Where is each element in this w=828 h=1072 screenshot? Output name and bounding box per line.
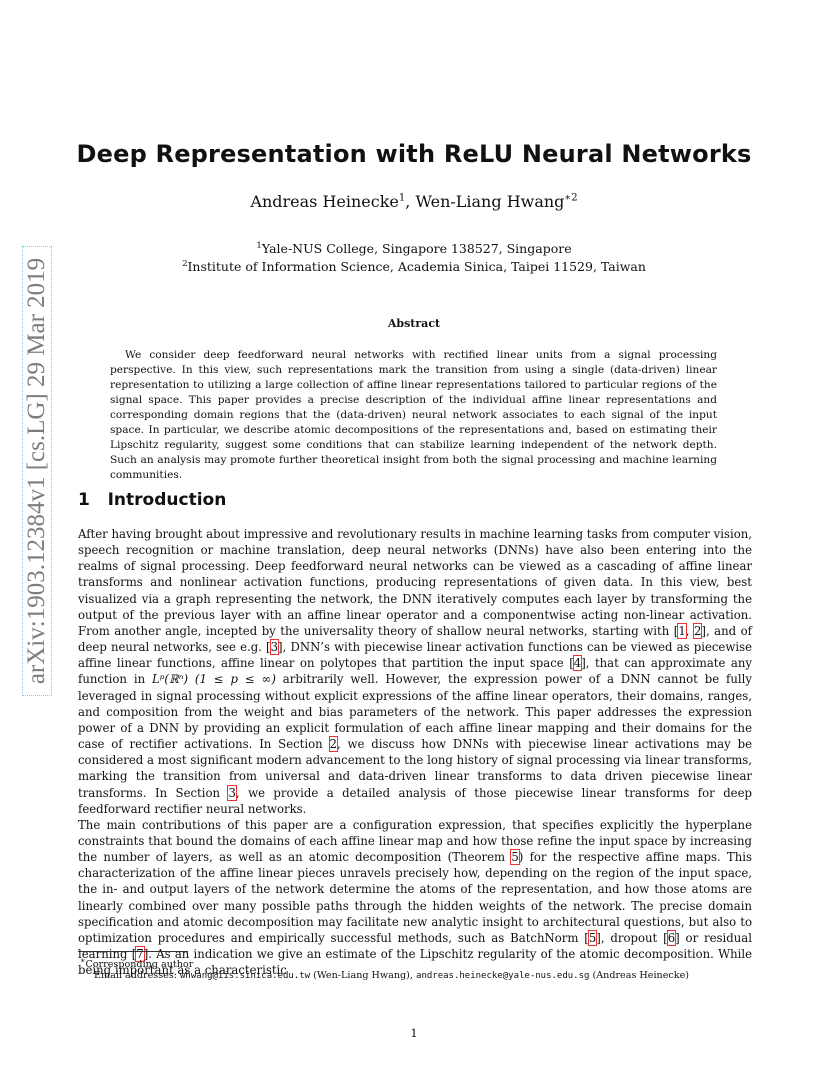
intro-body: After having brought about impressive an… [78,526,752,978]
para1-text-2: , [685,623,694,638]
email-owner-1: (Wen-Liang Hwang), [310,970,417,981]
arxiv-stamp-border [22,246,52,696]
citation-link[interactable]: 2 [692,622,703,639]
para1-text-5: ], that can approximate any function in [78,656,752,687]
abstract-text: We consider deep feedforward neural netw… [110,349,717,481]
citation-link[interactable]: 4 [572,655,583,672]
author-2-sup: ∗2 [564,192,578,204]
footnote-rule [78,951,188,952]
section-number: 1 [78,490,90,510]
para1-text-7: , we discuss how DNNs with piecewise lin… [78,737,752,800]
section-heading: 1 Introduction [78,490,226,510]
abstract-heading: Abstract [387,317,441,330]
author-separator: , [405,192,416,211]
section-link[interactable]: 3 [227,784,237,801]
para1-text-6: arbitrarily well. However, the expressio… [78,672,752,752]
email-link-1[interactable]: whwang@iis.sinica.edu.tw [180,971,311,981]
affiliation-2-text: Institute of Information Science, Academ… [187,259,646,275]
affiliation-1-text: Yale-NUS College, Singapore 138527, Sing… [261,241,572,257]
citation-link[interactable]: 5 [587,929,598,946]
para2-text-4: ] or residual learning [ [78,930,752,962]
paper-title: Deep Representation with ReLU Neural Net… [76,140,752,168]
para1-text-4: ], DNN’s with piecewise linear activatio… [78,640,752,671]
para1-text-1: After having brought about impressive an… [78,527,752,638]
footnote-mark: ∗ [80,956,86,965]
intro-paragraph-1: After having brought about impressive an… [78,527,753,816]
math-lp-space: Lᵖ(ℝⁿ) (1 ≤ p ≤ ∞) [152,672,276,687]
citation-link[interactable]: 3 [269,639,280,656]
author-2: Wen-Liang Hwang [415,192,565,211]
email-owner-2: (Andreas Heinecke) [589,970,689,981]
para2-text-2: ) for the respective affine maps. This c… [78,850,752,945]
theorem-link[interactable]: 5 [510,849,520,866]
footnote-emails: Email addresses: whwang@iis.sinica.edu.t… [94,970,689,981]
intro-paragraph-2: The main contributions of this paper are… [78,817,752,979]
para2-text-3: ], dropout [ [596,930,668,945]
para2-text-5: ]. As an indication we give an estimate … [78,947,752,978]
author-1-sup: 1 [398,192,406,204]
citation-link[interactable]: 7 [135,946,145,963]
email-link-2[interactable]: andreas.heinecke@yale-nus.edu.sg [416,971,590,981]
citation-link[interactable]: 6 [666,929,677,946]
author-line: Andreas Heinecke1, Wen-Liang Hwang∗2 [0,192,828,211]
affiliation-2-sup: 2 [182,259,188,269]
para2-text-1: The main contributions of this paper are… [78,817,752,865]
footnote-corresponding: ∗Corresponding author [80,956,193,970]
section-link[interactable]: 2 [328,736,338,753]
email-prefix: Email addresses: [94,970,181,981]
para1-text-8: , we provide a detailed analysis of thos… [78,785,752,816]
arxiv-stamp: arXiv:1903.12384v1 [cs.LG] 29 Mar 2019 [22,246,52,696]
section-title: Introduction [107,490,227,510]
page-number: 1 [410,1026,418,1040]
citation-link[interactable]: 1 [677,622,687,639]
author-1: Andreas Heinecke [250,192,399,211]
affiliation-1-sup: 1 [256,241,262,251]
affiliation-1: 1Yale-NUS College, Singapore 138527, Sin… [0,241,828,256]
footnote-corresponding-text: Corresponding author [85,959,194,971]
para1-text-3: ], and of deep neural networks, see e.g.… [78,623,753,655]
affiliation-2: 2Institute of Information Science, Acade… [0,259,828,274]
